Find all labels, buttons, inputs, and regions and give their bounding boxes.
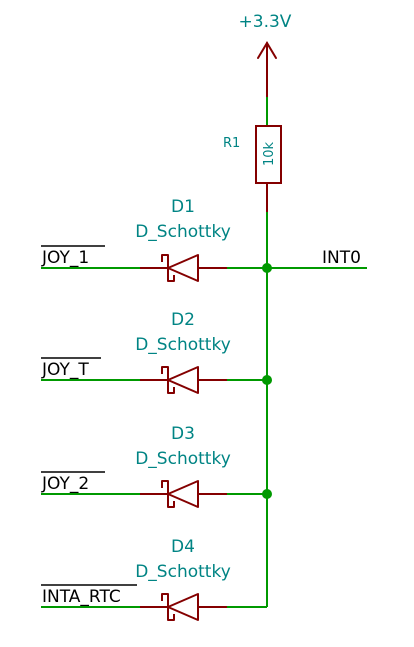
diode-row-2: D2 D_Schottky JOY_T <box>41 310 272 394</box>
junction-dot-2 <box>262 375 272 385</box>
diode-row-4: D4 D_Schottky INTA_RTC <box>41 537 267 621</box>
d4-value: D_Schottky <box>135 562 231 582</box>
r1-ref: R1 <box>223 136 240 151</box>
d2-ref: D2 <box>171 310 195 330</box>
d2-value: D_Schottky <box>135 335 231 355</box>
junction-dot-1 <box>262 263 272 273</box>
d1-value: D_Schottky <box>135 222 231 242</box>
d2-schottky-symbol <box>140 366 227 394</box>
junction-dot-3 <box>262 489 272 499</box>
d1-schottky-symbol <box>140 254 227 282</box>
diode-row-1: D1 D_Schottky JOY_1 <box>41 197 272 282</box>
d4-ref: D4 <box>171 537 195 557</box>
power-label: +3.3V <box>239 12 292 32</box>
joy2-label: JOY_2 <box>41 474 89 494</box>
r1-value: 10k <box>262 141 277 166</box>
r1-body <box>255 125 282 184</box>
d3-value: D_Schottky <box>135 449 231 469</box>
inta-rtc-label: INTA_RTC <box>42 587 121 607</box>
d3-schottky-symbol <box>140 480 227 508</box>
joyt-label: JOY_T <box>41 360 89 380</box>
power-arrow-symbol <box>257 41 277 98</box>
d3-ref: D3 <box>171 424 195 444</box>
d4-schottky-symbol <box>140 593 227 621</box>
d1-ref: D1 <box>171 197 195 217</box>
int0-label: INT0 <box>322 248 361 268</box>
diode-row-3: D3 D_Schottky JOY_2 <box>41 424 272 508</box>
joy1-label: JOY_1 <box>41 248 89 268</box>
